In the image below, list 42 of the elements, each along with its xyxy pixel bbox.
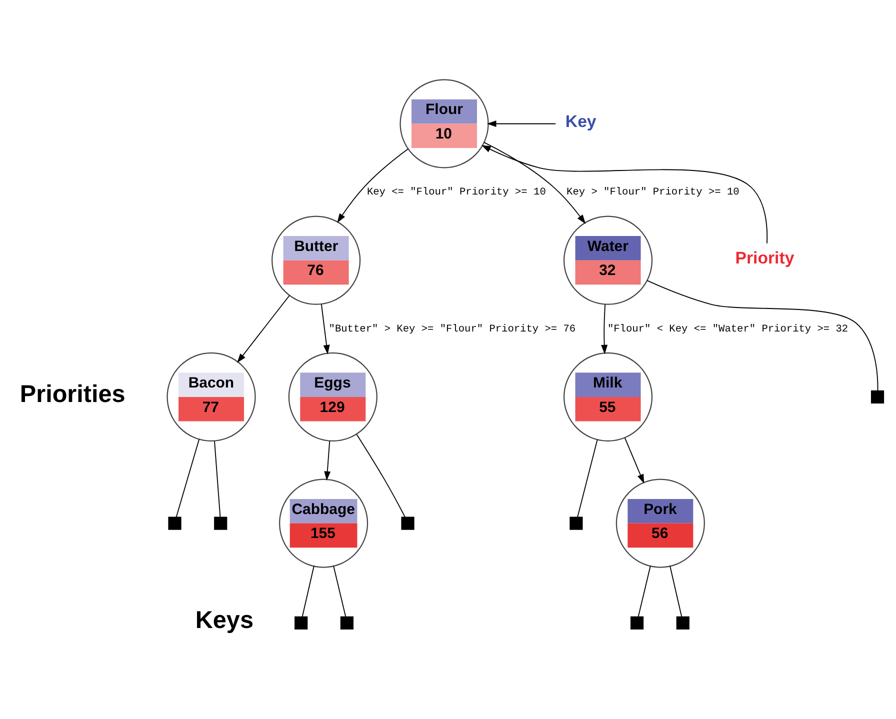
- arrow: [486, 120, 556, 126]
- node-box: [214, 516, 228, 530]
- arrow: [601, 303, 608, 354]
- node-text: Key: [565, 111, 596, 130]
- connector: [176, 438, 200, 517]
- node-circle: Butter 76: [272, 215, 361, 304]
- connector: [333, 565, 346, 617]
- node-box: [340, 616, 354, 629]
- node-circle: Flour 10: [400, 78, 489, 168]
- node-circle: Milk 55: [563, 352, 653, 441]
- arrow: [481, 144, 768, 244]
- arrow: [484, 141, 586, 224]
- arrow: [237, 294, 290, 362]
- connector: [302, 565, 314, 617]
- arrow: [337, 148, 409, 222]
- node-box: [294, 616, 308, 629]
- edge-label: Key > "Flour" Priority >= 10: [566, 186, 740, 198]
- node-circle: Cabbage 155: [279, 478, 368, 568]
- edge-label: "Flour" < Key <= "Water" Priority >= 32: [607, 322, 848, 335]
- connector: [646, 280, 878, 391]
- node-box: [630, 616, 644, 629]
- node-box: [168, 516, 182, 530]
- connector: [638, 565, 651, 617]
- node-circle: Eggs 129: [288, 352, 378, 441]
- connector: [356, 434, 406, 517]
- arrow: [624, 436, 644, 484]
- label: Keys: [195, 606, 254, 634]
- node-text: Priority: [735, 248, 794, 268]
- arrow: [320, 303, 330, 354]
- connector: [577, 438, 598, 518]
- edge-label: Key <= "Flour" Priority >= 10: [366, 186, 546, 198]
- connector: [214, 440, 221, 518]
- label: Priorities: [20, 380, 126, 408]
- node-box: [570, 516, 583, 530]
- arrow: [324, 440, 331, 480]
- node-box: [676, 616, 690, 629]
- edge-label: "Butter" > Key >= "Flour" Priority >= 76: [328, 322, 576, 335]
- node-box: [870, 390, 884, 404]
- node-box: [401, 516, 414, 530]
- connector: [670, 565, 682, 617]
- node-circle: Pork 56: [616, 478, 705, 568]
- node-circle: Water 32: [563, 215, 653, 304]
